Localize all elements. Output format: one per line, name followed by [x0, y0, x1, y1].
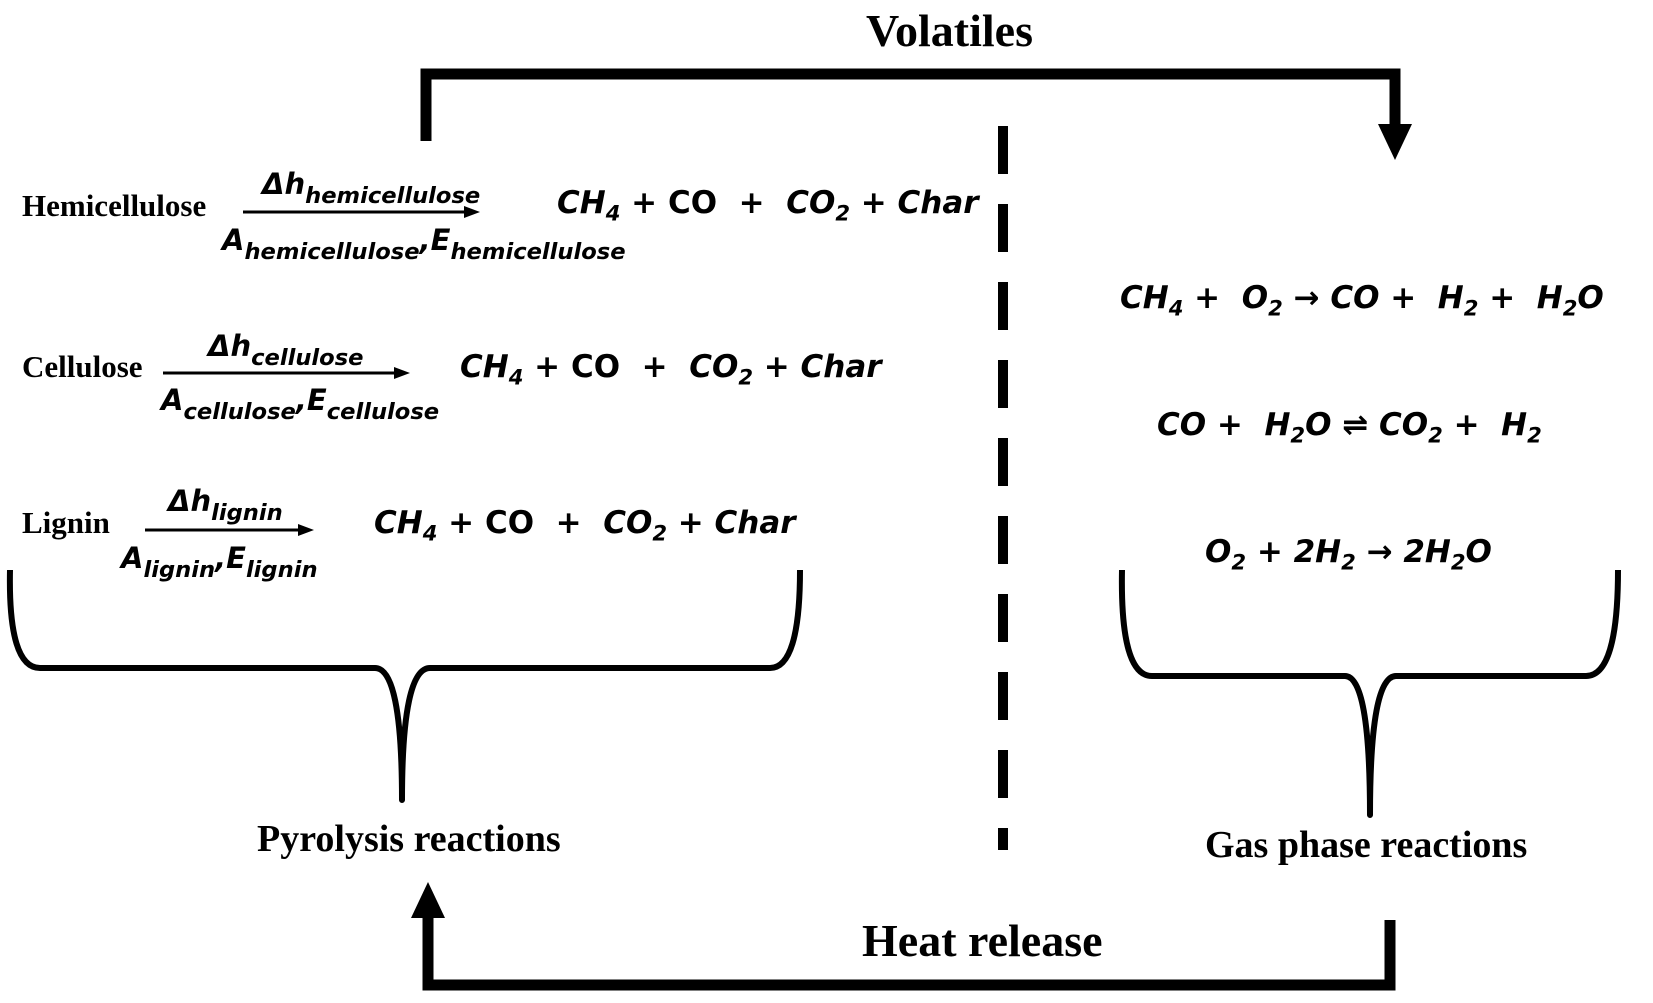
kinetics-hemicellulose: Ahemicellulose,Ehemicellulose: [222, 223, 626, 266]
reaction-arrow-lignin: [145, 524, 314, 536]
heat-release-label: Heat release: [862, 915, 1103, 966]
gas-phase-bracket: [1118, 569, 1621, 818]
heat-release-arrow: [411, 882, 1396, 991]
volatiles-label: Volatiles: [866, 5, 1033, 56]
gas-reaction-hydrogen-oxidation: O2 + 2H2 → 2H2O: [1205, 534, 1492, 575]
reactant-cellulose: Cellulose: [22, 349, 143, 384]
gas-reaction-methane-oxidation: CH4 + O2 → CO + H2 + H2O: [1120, 280, 1604, 321]
products-cellulose: CH4 + CO + CO2 + Char: [460, 349, 882, 390]
products-hemicellulose: CH4 + CO + CO2 + Char: [557, 185, 979, 226]
enthalpy-cellulose: Δhcellulose: [208, 329, 364, 372]
kinetics-cellulose: Acellulose,Ecellulose: [161, 383, 440, 426]
pyrolysis-bracket: [6, 569, 803, 803]
enthalpy-hemicellulose: Δhhemicellulose: [262, 167, 481, 210]
reaction-arrow-cellulose: [163, 367, 410, 379]
reactant-lignin: Lignin: [22, 505, 110, 540]
products-lignin: CH4 + CO + CO2 + Char: [374, 505, 796, 546]
reactant-hemicellulose: Hemicellulose: [22, 188, 207, 223]
pyrolysis-label: Pyrolysis reactions: [257, 818, 561, 860]
kinetics-lignin: Alignin,Elignin: [121, 541, 318, 584]
volatiles-arrow: [420, 68, 1412, 160]
gas-phase-label: Gas phase reactions: [1205, 824, 1528, 866]
enthalpy-lignin: Δhlignin: [168, 484, 283, 527]
gas-reaction-water-gas-shift: CO + H2O ⇌ CO2 + H2: [1157, 407, 1542, 448]
reaction-arrow-hemicellulose: [243, 206, 480, 218]
